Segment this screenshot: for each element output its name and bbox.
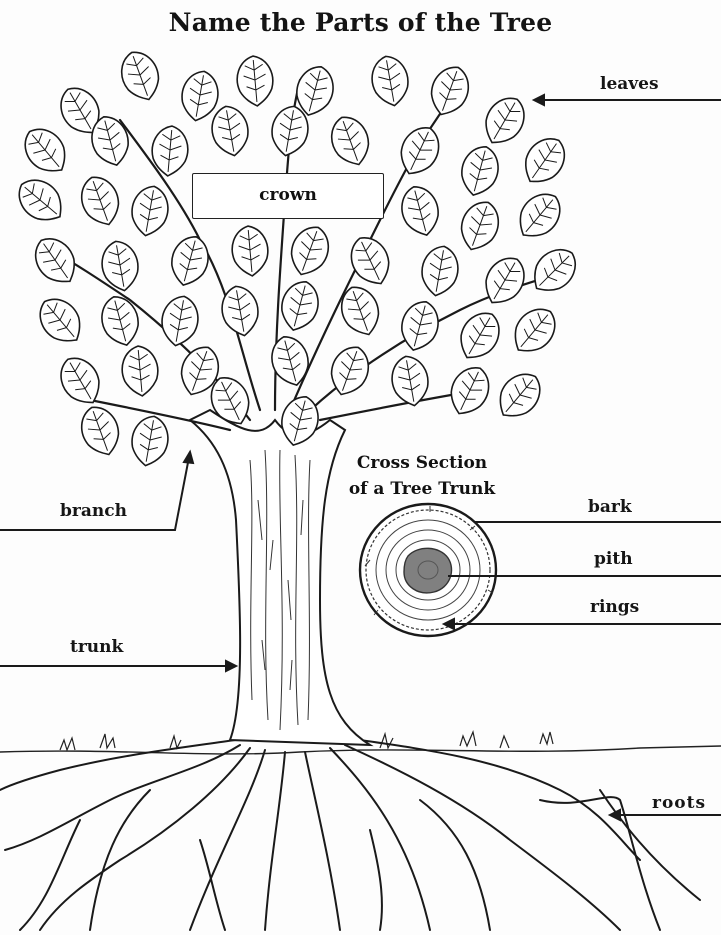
cross-section-title-line2: of a Tree Trunk [330,476,514,502]
cross-section-title-line1: Cross Section [330,450,514,476]
leaves-label: leaves [600,74,659,94]
bark-label: bark [588,497,632,517]
trunk-label: trunk [70,637,123,657]
page-title: Name the Parts of the Tree [0,8,721,37]
branch-label: branch [60,501,127,521]
crown-label-box: crown [192,173,384,219]
rings-label: rings [590,597,639,617]
pith-label: pith [594,549,633,569]
trunk-cross-section [360,504,496,636]
pith-shape [404,548,452,593]
leaves-cluster [10,46,584,468]
roots-label: roots [652,793,706,813]
cross-section-title: Cross Section of a Tree Trunk [330,450,514,502]
roots [0,740,700,930]
crown-label: crown [259,185,317,205]
